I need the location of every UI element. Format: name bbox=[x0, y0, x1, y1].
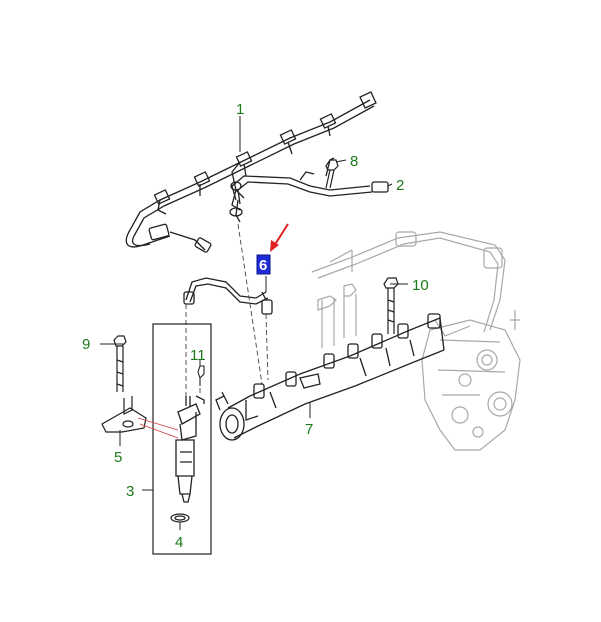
callout-11: 11 bbox=[190, 347, 206, 364]
callout-10: 10 bbox=[412, 277, 429, 294]
red-pointer-arrow-icon bbox=[270, 223, 289, 252]
red-leader-lines bbox=[137, 417, 179, 439]
clamp-5 bbox=[101, 396, 147, 433]
injector-group-box bbox=[152, 323, 212, 555]
callout-6: 6 bbox=[259, 257, 267, 274]
bolt-9 bbox=[113, 335, 127, 392]
callout-7: 7 bbox=[305, 421, 313, 438]
fuel-return-line bbox=[230, 157, 389, 223]
callout-leaders bbox=[100, 116, 408, 530]
callout-6-highlight[interactable]: 6 bbox=[256, 254, 271, 275]
bolt-8 bbox=[325, 159, 339, 189]
callout-8: 8 bbox=[350, 153, 358, 170]
high-pressure-fuel-line bbox=[183, 277, 273, 315]
callout-1: 1 bbox=[236, 101, 244, 118]
background-fuel-pump-assembly bbox=[311, 231, 521, 451]
wiring-harness bbox=[125, 91, 377, 253]
callout-5: 5 bbox=[114, 449, 122, 466]
retainer-11 bbox=[197, 365, 205, 386]
fuel-rail bbox=[215, 313, 445, 441]
callout-4: 4 bbox=[175, 534, 183, 551]
bolt-10 bbox=[383, 277, 399, 334]
seal-ring-4 bbox=[170, 513, 190, 523]
rail-ports bbox=[253, 313, 441, 399]
callout-9: 9 bbox=[82, 336, 90, 353]
callout-labels: 1 2 3 4 5 7 8 9 10 11 bbox=[82, 101, 429, 551]
callout-3: 3 bbox=[126, 483, 134, 500]
injector bbox=[175, 395, 205, 503]
callout-2: 2 bbox=[396, 177, 404, 194]
highlight-box bbox=[256, 254, 271, 275]
